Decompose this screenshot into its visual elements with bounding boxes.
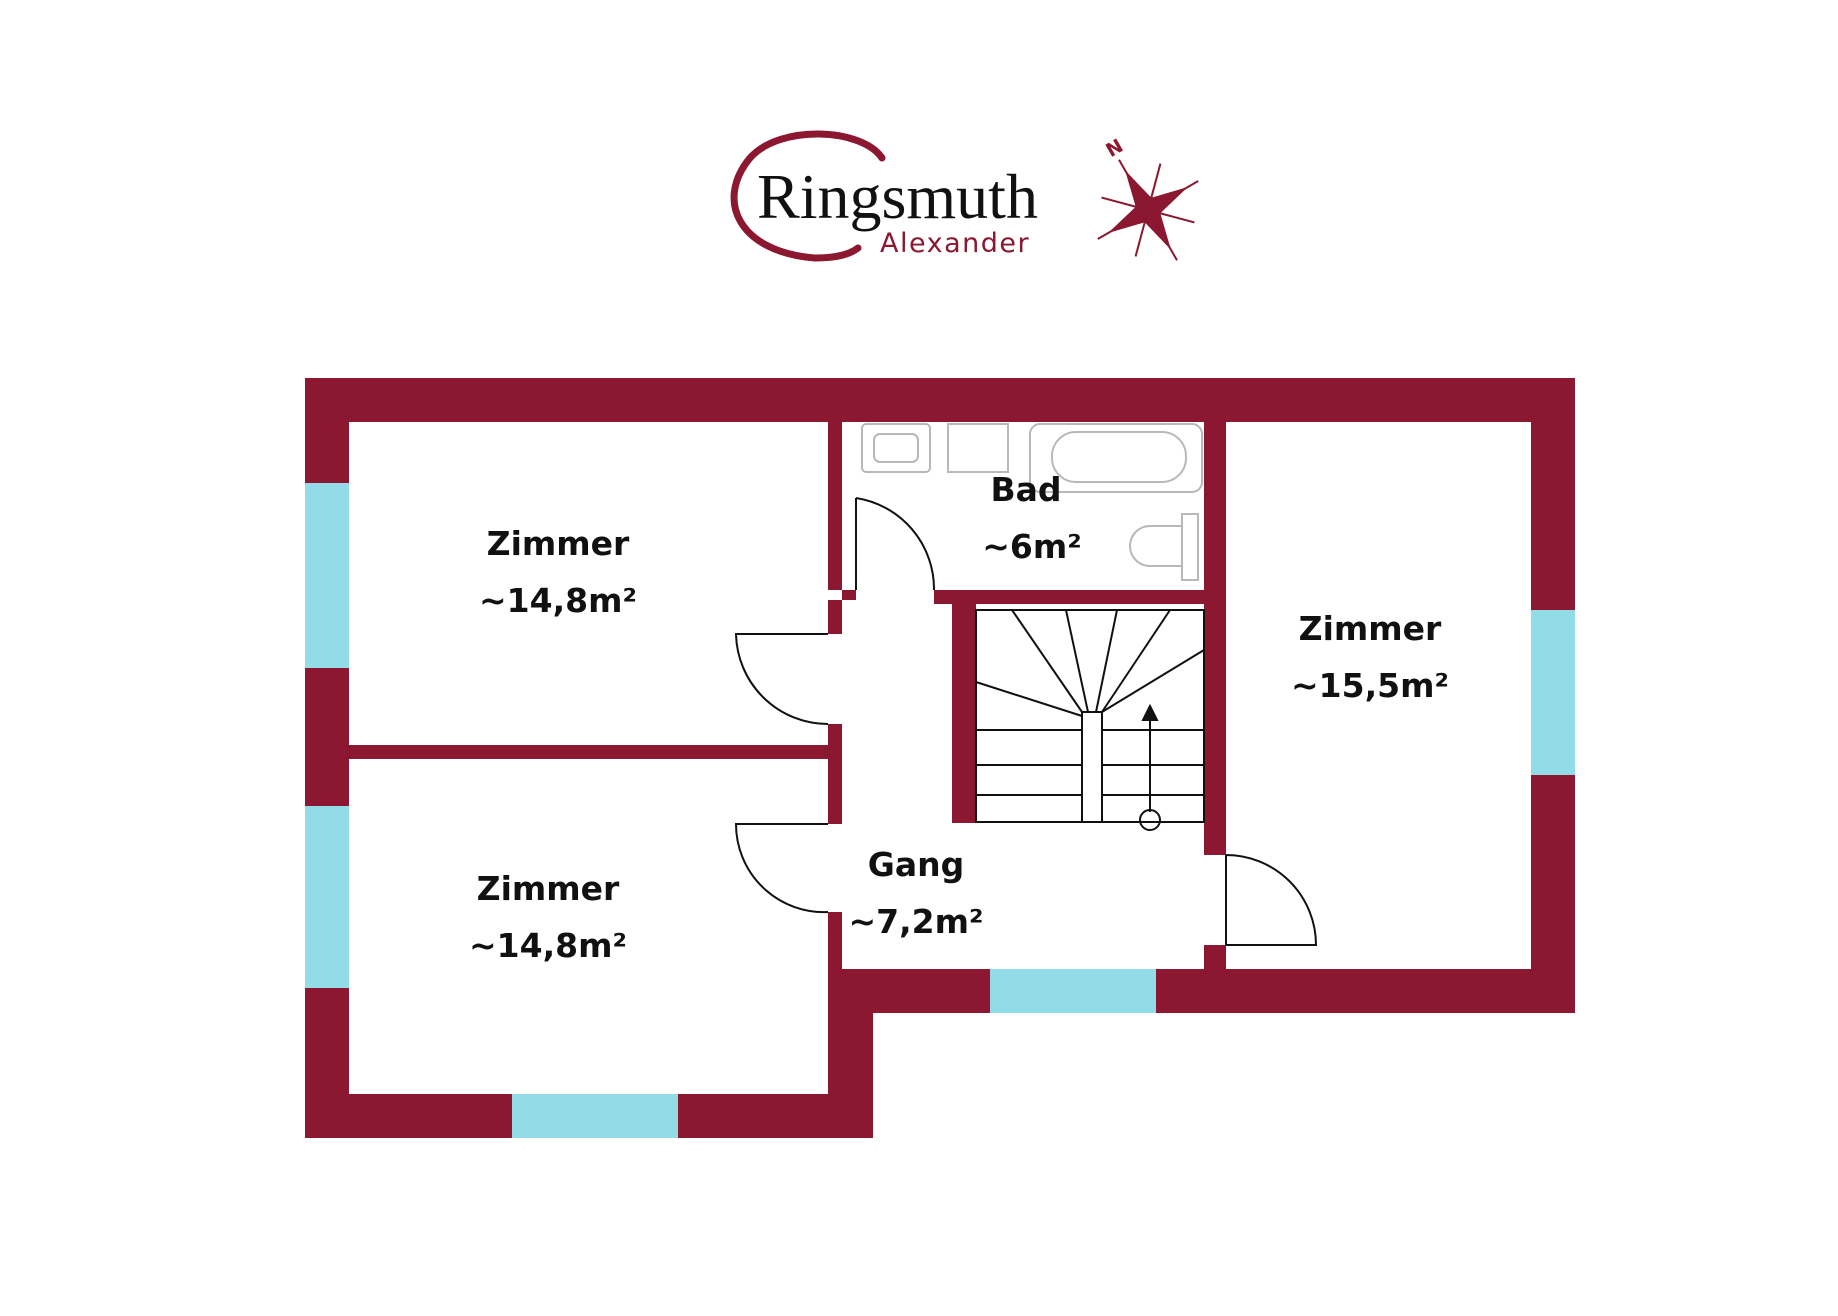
wall-stair-left — [952, 590, 976, 823]
logo-name: Ringsmuth — [757, 161, 1038, 232]
bathtub-basin — [1051, 431, 1187, 483]
room-right-name: Zimmer — [1299, 609, 1442, 648]
sink-basin — [873, 433, 919, 463]
window-bottom-left — [512, 1094, 678, 1138]
wall-hall-left-2 — [828, 600, 842, 634]
stair-core — [1081, 711, 1103, 823]
wall-stair-right — [1204, 422, 1226, 855]
door-bottom-left-room — [734, 823, 829, 914]
stair-step — [1095, 609, 1118, 713]
window-left-upper — [305, 483, 349, 668]
wall-left-rooms-divider — [349, 745, 829, 759]
room-bottom-left-name: Zimmer — [477, 869, 620, 908]
company-logo: Ringsmuth Alexander — [730, 130, 1038, 262]
wall-hall-left-3 — [828, 724, 842, 824]
sink-icon — [861, 423, 931, 473]
compass-north-label: N — [1102, 135, 1127, 162]
room-labels: Zimmer ~14,8m² Zimmer ~14,8m² Bad ~6m² G… — [469, 470, 1449, 965]
wall-top — [305, 378, 1575, 422]
bathroom-area: ~6m² — [982, 527, 1081, 566]
stair-step — [1101, 609, 1171, 713]
door-bathroom — [855, 497, 936, 591]
window-right — [1531, 610, 1575, 775]
door-right-room — [1225, 854, 1318, 946]
wall-bath-bottom-a — [842, 590, 856, 600]
logo-swoosh — [730, 130, 886, 262]
room-right-area: ~15,5m² — [1291, 666, 1449, 705]
bathtub-icon — [1029, 423, 1203, 493]
wall-hall-left-4 — [828, 912, 842, 969]
wall-notch — [828, 969, 873, 1138]
bathroom-fixtures — [861, 423, 1203, 581]
hallway-area: ~7,2m² — [849, 902, 984, 941]
room-top-left-name: Zimmer — [487, 524, 630, 563]
wall-bath-bottom-b — [934, 590, 1208, 604]
window-left-lower — [305, 806, 349, 988]
stair-step — [1065, 609, 1089, 713]
door-top-left-room — [734, 633, 829, 725]
toilet-tank — [1181, 513, 1199, 581]
walls — [305, 378, 1575, 1138]
doors — [734, 497, 1318, 946]
windows — [305, 483, 1575, 1138]
stair-step — [1101, 649, 1205, 713]
bathroom-name: Bad — [990, 470, 1061, 509]
washing-machine-icon — [947, 423, 1009, 473]
logo-subname: Alexander — [880, 228, 1030, 259]
stair-outline — [975, 609, 1205, 823]
stair-step — [1011, 609, 1083, 713]
stair-arrow-head — [1141, 703, 1159, 721]
room-bottom-left-area: ~14,8m² — [469, 926, 627, 965]
window-bottom-hall — [990, 969, 1156, 1013]
stair-start-circle — [1139, 809, 1161, 831]
staircase — [975, 609, 1205, 831]
wall-right-room-corner — [1204, 945, 1226, 969]
wall-hall-left-1 — [828, 422, 842, 590]
hallway-name: Gang — [868, 845, 964, 884]
stair-step — [975, 681, 1083, 717]
wall-bottom-right — [828, 969, 1575, 1013]
toilet-icon — [1129, 525, 1182, 567]
compass-icon: N — [1097, 135, 1199, 261]
room-top-left-area: ~14,8m² — [479, 581, 637, 620]
